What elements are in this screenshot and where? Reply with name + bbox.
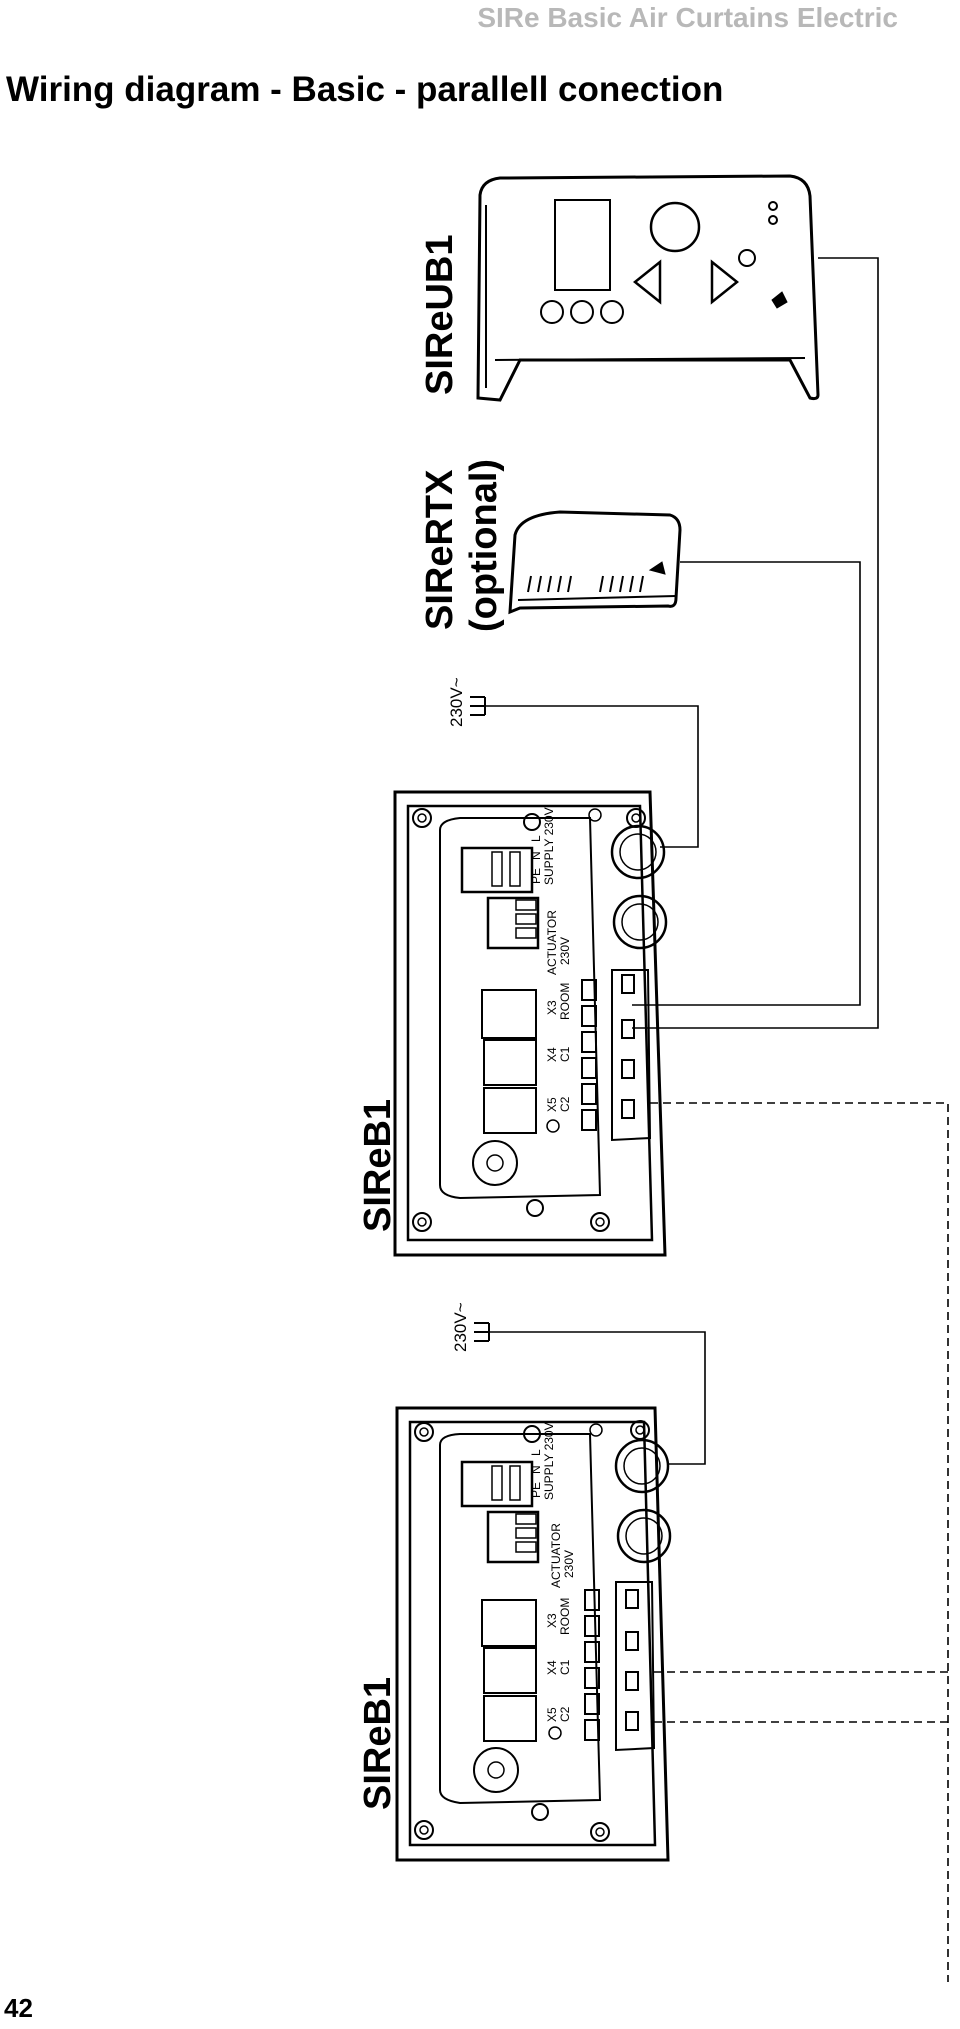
svg-text:PE: PE: [529, 1482, 543, 1498]
svg-text:C1: C1: [558, 1659, 572, 1675]
supply-terminal-block: [460, 846, 534, 894]
wire-supply-unit2: [489, 1331, 706, 1465]
room-sensor-label-line1: SIReRTX: [419, 469, 461, 630]
cable-gland-1: [614, 1438, 670, 1494]
svg-text:ROOM: ROOM: [558, 983, 572, 1020]
unit-1-terminal-text: PE N L SUPPLY 230V ACTUATOR 230V X3 ROOM…: [529, 807, 572, 1112]
fan-speed-2-icon: [570, 300, 594, 324]
arrow-left-icon: [632, 259, 662, 305]
unit-2-supply-label: 230V~: [451, 1302, 470, 1352]
unit-2-supply-plug-icon: [474, 1322, 490, 1342]
dip-switch-icon: [473, 1747, 519, 1793]
svg-text:N: N: [529, 1465, 543, 1474]
actuator-terminal-block: [486, 896, 540, 950]
svg-text:L: L: [529, 1449, 543, 1456]
controller-knob-icon: [649, 201, 701, 253]
svg-text:X3: X3: [545, 1000, 559, 1015]
wire-controller-to-unit1: [632, 257, 879, 1029]
room-sensor-label-line2: (optional): [463, 459, 505, 632]
svg-text:230V: 230V: [562, 1550, 576, 1578]
svg-text:L: L: [529, 835, 543, 842]
svg-text:X4: X4: [545, 1047, 559, 1062]
header-title: SIRe Basic Air Curtains Electric: [477, 2, 898, 33]
power-button-icon: [738, 249, 756, 267]
room-sensor-sirertx: [508, 510, 682, 615]
c1-connector: [483, 1647, 537, 1694]
c2-connector: [483, 1087, 537, 1134]
svg-text:ACTUATOR: ACTUATOR: [545, 910, 559, 975]
room-connector: [481, 1599, 537, 1647]
svg-text:X5: X5: [545, 1097, 559, 1112]
wire-c2-to-c1-long: [650, 1102, 949, 1982]
unit-1-label: SIReB1: [357, 1099, 399, 1232]
wire-sensor-to-room: [632, 561, 861, 1006]
svg-text:X4: X4: [545, 1660, 559, 1675]
fan-speed-1-icon: [540, 300, 564, 324]
svg-text:ACTUATOR: ACTUATOR: [549, 1523, 563, 1588]
svg-text:230V: 230V: [558, 937, 572, 965]
controller-sireub1: [476, 174, 820, 402]
svg-text:N: N: [529, 851, 543, 860]
c2-connector: [483, 1695, 537, 1742]
actuator-terminal-block: [486, 1510, 540, 1564]
svg-text:C1: C1: [558, 1046, 572, 1062]
cable-gland-1: [610, 824, 666, 880]
svg-text:ROOM: ROOM: [558, 1598, 572, 1635]
svg-text:X3: X3: [545, 1613, 559, 1628]
arrow-right-icon: [710, 259, 740, 305]
wiring: [485, 257, 949, 1982]
svg-text:C2: C2: [558, 1706, 572, 1722]
svg-text:C2: C2: [558, 1096, 572, 1112]
svg-text:X5: X5: [545, 1707, 559, 1722]
air-curtain-unit-1: [393, 790, 668, 1257]
svg-text:SUPPLY 230V: SUPPLY 230V: [542, 807, 556, 885]
svg-text:SUPPLY 230V: SUPPLY 230V: [542, 1422, 556, 1500]
fan-speed-3-icon: [600, 300, 624, 324]
room-connector: [481, 989, 537, 1039]
supply-terminal-block: [460, 1460, 534, 1508]
cable-gland-2: [612, 894, 668, 950]
svg-text:PE: PE: [529, 868, 543, 884]
wire-supply-unit1: [485, 705, 699, 848]
page-title: Wiring diagram - Basic - parallell conec…: [6, 70, 724, 109]
unit-2-terminal-text: PE N L SUPPLY 230V ACTUATOR 230V X3 ROOM…: [529, 1422, 576, 1722]
c1-connector: [483, 1039, 537, 1086]
dip-switch-icon: [472, 1140, 518, 1186]
air-curtain-unit-2: [395, 1406, 672, 1862]
page-number: 42: [4, 1993, 33, 2023]
unit-2-label: SIReB1: [357, 1677, 399, 1810]
unit-1-supply-label: 230V~: [447, 677, 466, 727]
controller-label: SIReUB1: [419, 235, 461, 396]
cable-gland-2: [616, 1508, 672, 1564]
unit-1-supply-plug-icon: [470, 696, 486, 716]
